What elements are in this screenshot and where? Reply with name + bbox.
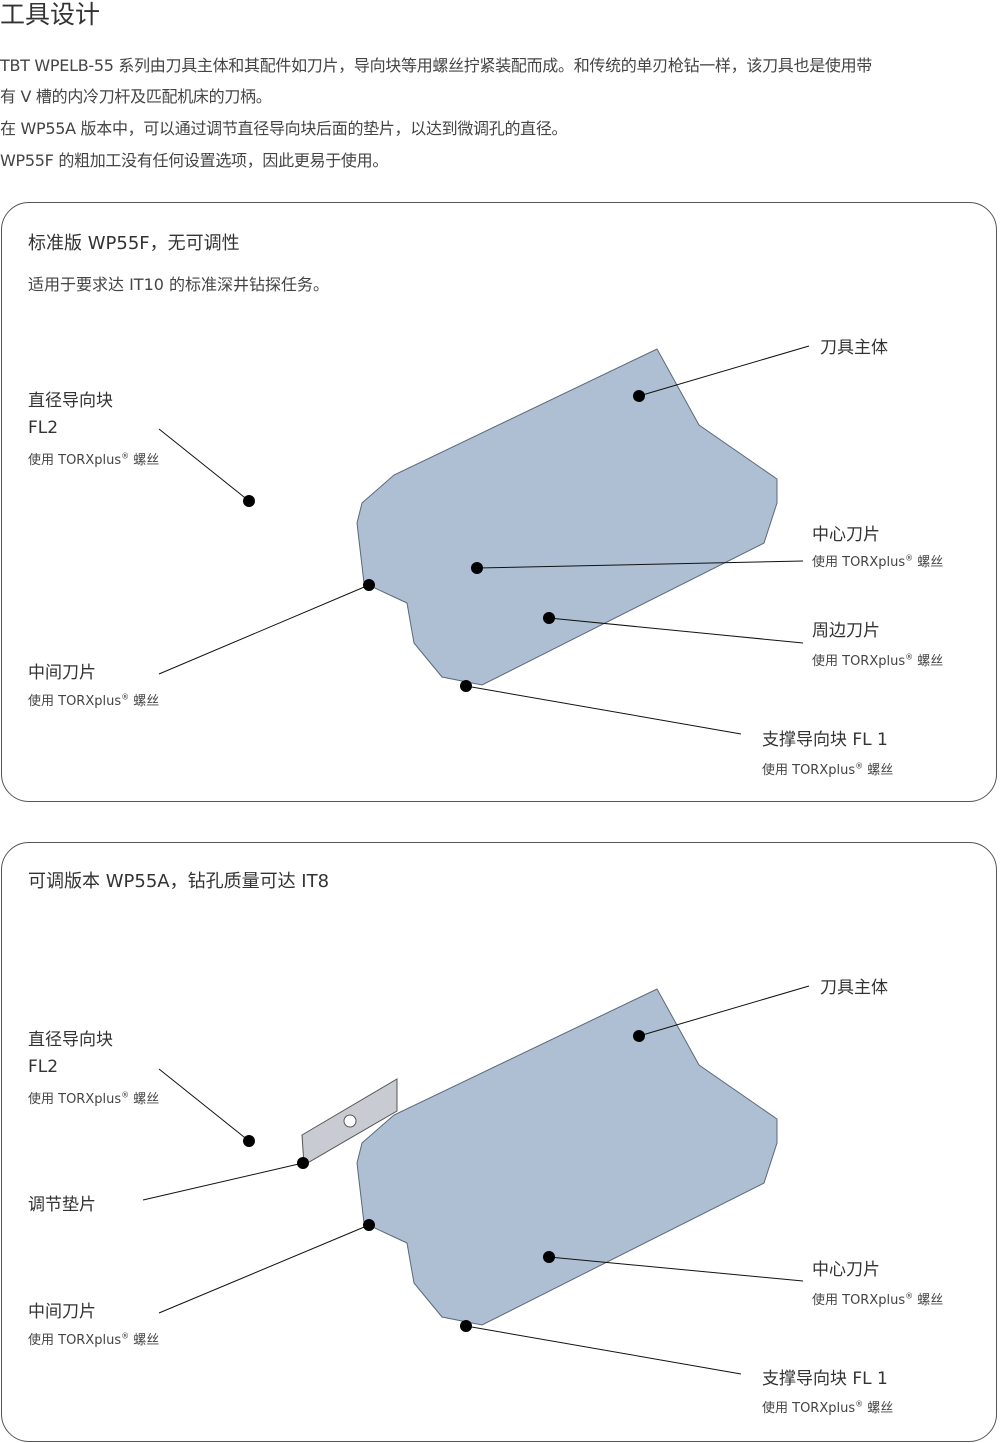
- text: ®: [121, 1331, 130, 1341]
- card2-illustration: [142, 985, 810, 1375]
- text: 使用 TORXplus: [28, 1092, 122, 1107]
- label-guide: 直径导向块: [28, 1030, 113, 1050]
- text: 螺丝: [867, 763, 894, 778]
- leader-lines: [142, 985, 810, 1375]
- leader-lines: [158, 345, 810, 735]
- text: 使用 TORXplus: [812, 654, 906, 669]
- callout-dots: [243, 390, 645, 692]
- text: 螺丝: [133, 1092, 160, 1107]
- intro-paragraph: 在 WP55A 版本中，可以通过调节直径导向块后面的垫片，以达到微调孔的直径。: [0, 119, 568, 138]
- tool-body-illustration: [356, 988, 778, 1326]
- screw-note: 使用 TORXplus® 螺丝: [28, 690, 159, 709]
- card-title: 标准版 WP55F，无可调性: [28, 233, 240, 254]
- text: 使用 TORXplus: [762, 1401, 856, 1416]
- screw-note: 使用 TORXplus® 螺丝: [28, 449, 159, 468]
- label-guide-code: FL2: [28, 418, 59, 438]
- intro-paragraph: 有 V 槽的内冷刀杆及匹配机床的刀柄。: [0, 87, 272, 106]
- label-body: 刀具主体: [820, 338, 888, 358]
- text: ®: [905, 652, 914, 662]
- label-center-insert: 中心刀片: [812, 1260, 880, 1280]
- card-title: 可调版本 WP55A，钻孔质量可达 IT8: [28, 871, 330, 892]
- text: 螺丝: [133, 694, 160, 709]
- text: ®: [855, 1399, 864, 1409]
- label-guide: 直径导向块: [28, 391, 113, 411]
- label-guide-code: FL2: [28, 1057, 59, 1077]
- screw-note: 使用 TORXplus® 螺丝: [762, 759, 893, 778]
- intro-paragraph: TBT WPELB-55 系列由刀具主体和其配件如刀片，导向块等用螺丝拧紧装配而…: [0, 56, 872, 75]
- text: 使用 TORXplus: [812, 1293, 906, 1308]
- intro-paragraph: WP55F 的粗加工没有任何设置选项，因此更易于使用。: [0, 151, 389, 170]
- text: 螺丝: [133, 1333, 160, 1348]
- screw-note: 使用 TORXplus® 螺丝: [812, 551, 943, 570]
- text: 使用 TORXplus: [28, 1333, 122, 1348]
- label-support-pad: 支撑导向块 FL 1: [762, 730, 888, 750]
- text: ®: [905, 553, 914, 563]
- label-shim: 调节垫片: [28, 1195, 96, 1215]
- screw-note: 使用 TORXplus® 螺丝: [28, 1329, 159, 1348]
- text: ®: [121, 692, 130, 702]
- text: 螺丝: [917, 654, 944, 669]
- text: ®: [121, 1090, 130, 1100]
- card-wp55a: 可调版本 WP55A，钻孔质量可达 IT8 刀具主体 直径导向块 FL2 使用 …: [1, 842, 997, 1442]
- text: 螺丝: [917, 555, 944, 570]
- text: 使用 TORXplus: [762, 763, 856, 778]
- label-body: 刀具主体: [820, 978, 888, 998]
- text: 螺丝: [133, 453, 160, 468]
- screw-note: 使用 TORXplus® 螺丝: [28, 1088, 159, 1107]
- label-middle-insert: 中间刀片: [28, 663, 96, 683]
- label-support-pad: 支撑导向块 FL 1: [762, 1369, 888, 1389]
- shim: [301, 1078, 398, 1166]
- screw-note: 使用 TORXplus® 螺丝: [762, 1397, 893, 1416]
- label-peripheral-insert: 周边刀片: [812, 621, 880, 641]
- text: ®: [905, 1291, 914, 1301]
- label-middle-insert: 中间刀片: [28, 1302, 96, 1322]
- card-wp55f: 标准版 WP55F，无可调性 适用于要求达 IT10 的标准深井钻探任务。 刀具…: [1, 202, 997, 802]
- text: ®: [855, 761, 864, 771]
- page-title: 工具设计: [0, 0, 101, 29]
- card1-illustration: [158, 345, 810, 735]
- screw-note: 使用 TORXplus® 螺丝: [812, 650, 943, 669]
- text: ®: [121, 451, 130, 461]
- card-subtitle: 适用于要求达 IT10 的标准深井钻探任务。: [28, 275, 330, 294]
- screw-note: 使用 TORXplus® 螺丝: [812, 1289, 943, 1308]
- label-center-insert: 中心刀片: [812, 525, 880, 545]
- text: 使用 TORXplus: [812, 555, 906, 570]
- text: 螺丝: [917, 1293, 944, 1308]
- text: 使用 TORXplus: [28, 453, 122, 468]
- callout-dots: [243, 1030, 645, 1332]
- text: 使用 TORXplus: [28, 694, 122, 709]
- text: 螺丝: [867, 1401, 894, 1416]
